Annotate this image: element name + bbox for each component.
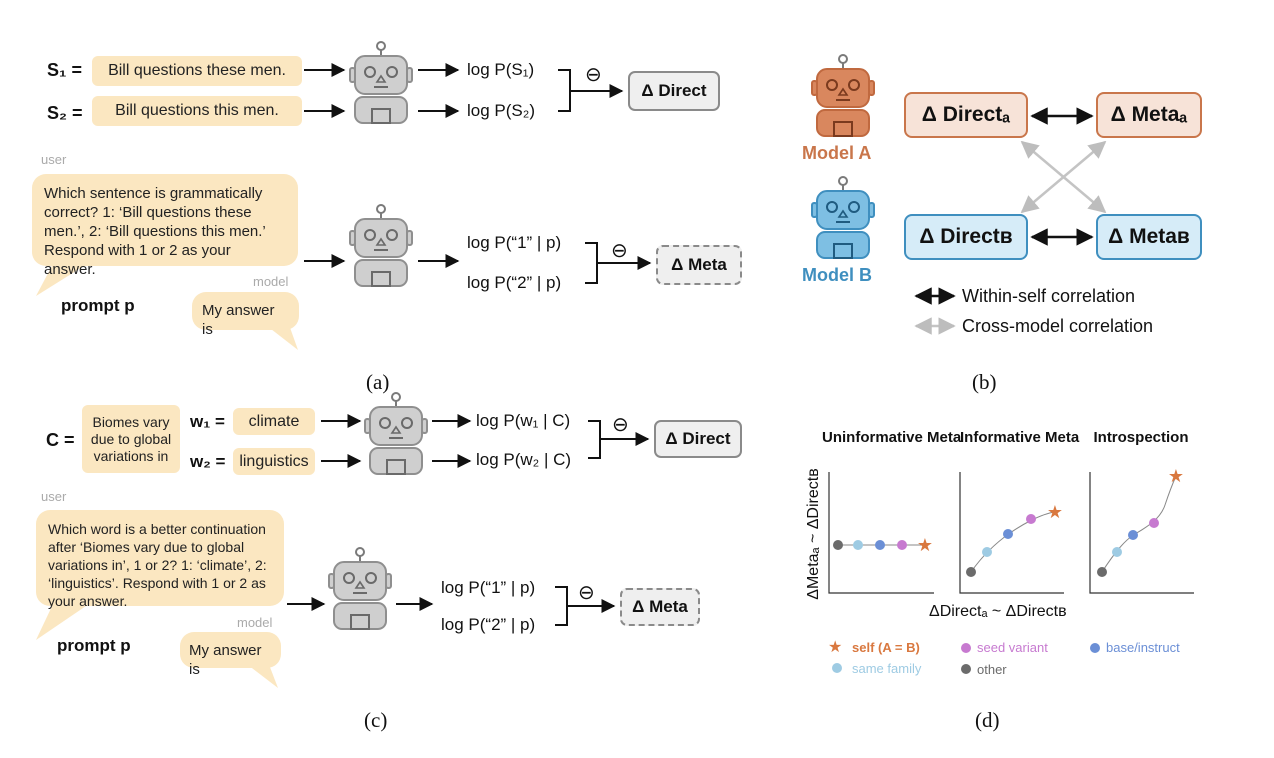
legend-within: Within-self correlation <box>962 286 1136 306</box>
delta-direct-a-box: Δ Directₐ <box>904 92 1028 138</box>
delta-meta-box: Δ Meta <box>620 588 700 626</box>
context-text: Biomes vary due to global variations in <box>82 405 180 473</box>
caption-a: (a) <box>366 370 390 394</box>
robot-icon-model-a <box>811 54 875 137</box>
robot-icon <box>349 204 413 287</box>
delta-meta-box: Δ Meta <box>656 245 742 285</box>
legend-other: other <box>977 662 1007 677</box>
legend-seed: seed variant <box>977 640 1048 655</box>
family-point <box>853 540 863 550</box>
delta-meta-b-box: Δ Metaʙ <box>1096 214 1202 260</box>
log-prob-1: log P(“1” | p) <box>441 578 536 597</box>
legend-self: self (A = B) <box>852 640 920 655</box>
robot-icon <box>328 547 392 630</box>
log-prob-s2: log P(S₂) <box>467 101 536 120</box>
legend-dot-base <box>1090 643 1100 653</box>
base-point <box>875 540 885 550</box>
c-label: C = <box>46 430 75 450</box>
other-point <box>1097 567 1107 577</box>
minus-icon: ⊖ <box>611 240 628 262</box>
delta-meta-a-box: Δ Metaₐ <box>1096 92 1202 138</box>
caption-c: (c) <box>364 708 388 732</box>
family-point <box>982 547 992 557</box>
other-point <box>966 567 976 577</box>
prompt-label: prompt p <box>61 296 135 315</box>
sentence-2: Bill questions this men. <box>92 96 302 126</box>
user-prompt-bubble: Which word is a better continuation afte… <box>36 510 284 609</box>
user-tag: user <box>41 489 67 504</box>
word-1: climate <box>233 408 315 435</box>
legend-cross: Cross-model correlation <box>962 316 1154 336</box>
w2-label: w₂ = <box>190 452 226 471</box>
delta-direct-box: Δ Direct <box>654 420 742 458</box>
seed-point <box>1149 518 1159 528</box>
caption-d: (d) <box>975 708 1000 732</box>
base-point <box>1128 530 1138 540</box>
minus-icon: ⊖ <box>578 582 595 604</box>
seed-point <box>897 540 907 550</box>
base-point <box>1003 529 1013 539</box>
word-2: linguistics <box>233 448 315 475</box>
trend-line-3 <box>1101 475 1177 573</box>
star-point: ★ <box>1168 466 1184 486</box>
legend-dot-family <box>832 663 842 673</box>
plot-points: ★ ★ ★ <box>833 466 1184 577</box>
trend-line-2 <box>970 511 1056 573</box>
plot-title-introspection: Introspection <box>1093 429 1189 446</box>
s2-label: S₂ = <box>47 103 83 123</box>
star-icon: ★ <box>828 639 843 656</box>
seed-point <box>1026 514 1036 524</box>
model-tag: model <box>253 274 289 289</box>
w1-label: w₁ = <box>190 412 225 431</box>
caption-b: (b) <box>972 370 997 394</box>
user-tag: user <box>41 152 67 167</box>
y-axis-label: ΔMetaₐ ~ ΔDirectʙ <box>805 468 822 600</box>
family-point <box>1112 547 1122 557</box>
log-prob-w2: log P(w₂ | C) <box>476 450 572 469</box>
x-axis-label: ΔDirectₐ ~ ΔDirectʙ <box>929 603 1067 620</box>
robot-icon <box>364 392 428 475</box>
robot-icon <box>349 41 413 124</box>
legend-family: same family <box>852 661 922 676</box>
log-prob-2: log P(“2” | p) <box>467 273 562 292</box>
robot-icon-model-b <box>811 176 875 259</box>
prompt-label: prompt p <box>57 636 131 655</box>
plot-title-uninformative: Uninformative Meta <box>822 429 962 446</box>
delta-direct-box: Δ Direct <box>628 71 720 111</box>
s1-label: S₁ = <box>47 60 82 80</box>
sentence-1: Bill questions these men. <box>92 56 302 86</box>
model-answer-bubble: My answer is <box>192 292 299 338</box>
minus-icon: ⊖ <box>612 414 629 436</box>
log-prob-2: log P(“2” | p) <box>441 615 536 634</box>
star-point: ★ <box>1047 502 1063 522</box>
model-b-label: Model B <box>802 265 872 285</box>
log-prob-w1: log P(w₁ | C) <box>476 411 571 430</box>
user-prompt-bubble: Which sentence is grammatically correct?… <box>32 174 298 278</box>
log-prob-1: log P(“1” | p) <box>467 233 562 252</box>
star-point: ★ <box>917 535 933 555</box>
model-answer-bubble: My answer is <box>180 632 281 678</box>
model-tag: model <box>237 615 273 630</box>
legend-dot-seed <box>961 643 971 653</box>
log-prob-s1: log P(S₁) <box>467 60 535 79</box>
minus-icon: ⊖ <box>585 64 602 86</box>
model-a-label: Model A <box>802 143 872 163</box>
legend-dot-other <box>961 664 971 674</box>
plot-title-informative: Informative Meta <box>960 429 1080 446</box>
legend-base: base/instruct <box>1106 640 1180 655</box>
other-point <box>833 540 843 550</box>
delta-direct-b-box: Δ Directʙ <box>904 214 1028 260</box>
